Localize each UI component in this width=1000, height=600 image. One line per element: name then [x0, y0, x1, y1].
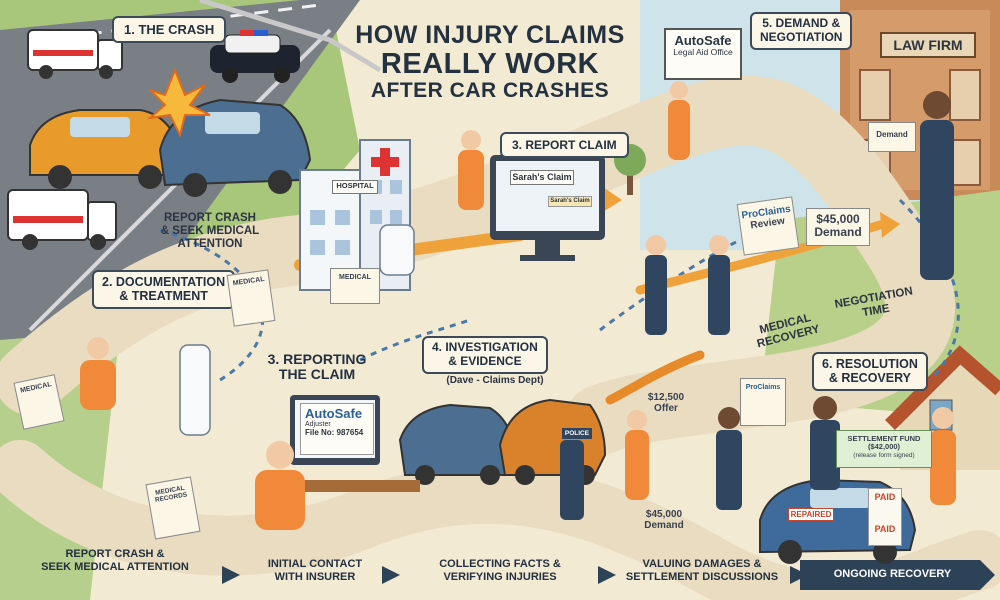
demand-paper-stack: Demand: [868, 122, 916, 152]
medical-records-document: MEDICAL RECORDS: [145, 476, 201, 540]
offer-12500-note: $12,500 Offer: [640, 390, 692, 422]
footer-step-2: INITIAL CONTACT WITH INSURER: [250, 558, 380, 583]
offer-label: Offer: [654, 403, 678, 414]
step-5-line-1: 5. DEMAND &: [762, 16, 841, 30]
footer-step-3-line-2: VERIFYING INJURIES: [443, 570, 557, 583]
sarahs-claim-screen-label: Sarah's Claim: [510, 170, 574, 185]
settlement-fund-check: SETTLEMENT FUND ($42,000) (release form …: [836, 430, 932, 468]
footer-step-5: ONGOING RECOVERY: [833, 568, 952, 580]
law-firm-sign: LAW FIRM: [880, 32, 976, 58]
title-line-3: AFTER CAR CRASHES: [370, 79, 610, 103]
medical-document-3: MEDICAL: [330, 268, 380, 304]
demand-45k-document: $45,000 Demand: [806, 208, 870, 246]
footer-step-2-line-2: WITH INSURER: [274, 570, 356, 583]
title-line-1: HOW INJURY CLAIMS: [355, 21, 625, 49]
claims-dept-caption: (Dave - Claims Dept): [446, 375, 544, 386]
step-6-line-1: 6. RESOLUTION: [822, 357, 918, 371]
step-3-line-1: 3. REPORTING: [267, 351, 367, 367]
adjuster-field: Adjuster: [305, 421, 331, 429]
report-crash-caption: REPORT CRASH & SEEK MEDICAL ATTENTION: [150, 212, 270, 252]
paid-stamp-2: PAID: [874, 523, 896, 534]
step-3-line-2: THE CLAIM: [278, 366, 356, 383]
autosafe-sign-name: AutoSafe: [674, 33, 732, 48]
paid-receipts: PAID PAID: [868, 488, 902, 546]
footer-step-1-line-1: REPORT CRASH &: [65, 548, 165, 560]
step-4-banner: 4. INVESTIGATION & EVIDENCE: [422, 336, 548, 374]
footer-step-2-line-1: INITIAL CONTACT: [267, 558, 363, 570]
police-badge: POLICE: [562, 428, 592, 439]
autosafe-legal-aid-sign: AutoSafe Legal Aid Office: [664, 28, 742, 80]
autosafe-screen-brand: AutoSafe: [305, 406, 363, 421]
footer-step-4-line-1: VALUING DAMAGES &: [642, 558, 762, 570]
proclaims-review-document: ProClaims Review: [736, 196, 800, 256]
demand2-amount: $45,000: [645, 509, 683, 520]
demand-45k-amount: $45,000: [816, 212, 860, 226]
settlement-release-note: (release form signed): [853, 451, 915, 459]
step-3-reporting-label: 3. REPORTING THE CLAIM: [262, 351, 372, 383]
repaired-stamp: REPAIRED: [788, 508, 834, 521]
step-4-line-1: 4. INVESTIGATION: [432, 340, 538, 354]
demand-45k-label: Demand: [814, 225, 862, 240]
step-6-banner: 6. RESOLUTION & RECOVERY: [812, 352, 928, 391]
footer-step-1-line-2: SEEK MEDICAL ATTENTION: [41, 560, 189, 573]
step-2-line-2: & TREATMENT: [119, 289, 208, 304]
footer-step-3-line-1: COLLECTING FACTS &: [439, 558, 561, 570]
step-5-banner: 5. DEMAND & NEGOTIATION: [750, 12, 853, 50]
step-1-banner: 1. THE CRASH: [112, 16, 227, 43]
sarahs-claim-tag: Sarah's Claim: [548, 196, 592, 207]
step-3-banner-top: 3. REPORT CLAIM: [500, 132, 629, 158]
infographic-title: HOW INJURY CLAIMS REALLY WORK AFTER CAR …: [340, 22, 640, 103]
paid-stamp-1: PAID: [874, 492, 896, 502]
step-4-line-2: & EVIDENCE: [448, 353, 522, 368]
settlement-amount: ($42,000): [867, 442, 901, 452]
footer-step-4: VALUING DAMAGES & SETTLEMENT DISCUSSIONS: [612, 558, 792, 583]
step-2-banner: 2. DOCUMENTATION & TREATMENT: [92, 270, 236, 309]
medical-document-1: MEDICAL: [226, 269, 276, 327]
title-line-2: REALLY WORK: [380, 48, 600, 80]
step-6-line-2: & RECOVERY: [828, 371, 912, 386]
report-crash-line-3: ATTENTION: [177, 238, 243, 251]
offer-amount: $12,500: [647, 392, 685, 403]
legal-aid-sign-text: Legal Aid Office: [673, 47, 733, 58]
demand-45k-note: $45,000 Demand: [638, 507, 690, 541]
report-crash-line-2: & SEEK MEDICAL: [160, 225, 260, 238]
report-crash-line-1: REPORT CRASH: [163, 212, 256, 224]
footer-step-4-line-2: SETTLEMENT DISCUSSIONS: [625, 570, 779, 583]
hospital-sign: HOSPITAL: [332, 180, 378, 194]
footer-step-3: COLLECTING FACTS & VERIFYING INJURIES: [420, 558, 580, 583]
settlement-title: SETTLEMENT FUND: [847, 434, 921, 443]
demand2-label: Demand: [644, 520, 684, 531]
proclaims-small-document: ProClaims: [740, 378, 786, 426]
step-2-line-1: 2. DOCUMENTATION: [102, 275, 226, 289]
step-5-line-2: NEGOTIATION: [760, 29, 843, 44]
file-number-field: File No: 987654: [305, 427, 364, 437]
autosafe-claim-screen: AutoSafe Adjuster File No: 987654: [300, 403, 374, 455]
footer-step-1: REPORT CRASH & SEEK MEDICAL ATTENTION: [30, 548, 200, 573]
